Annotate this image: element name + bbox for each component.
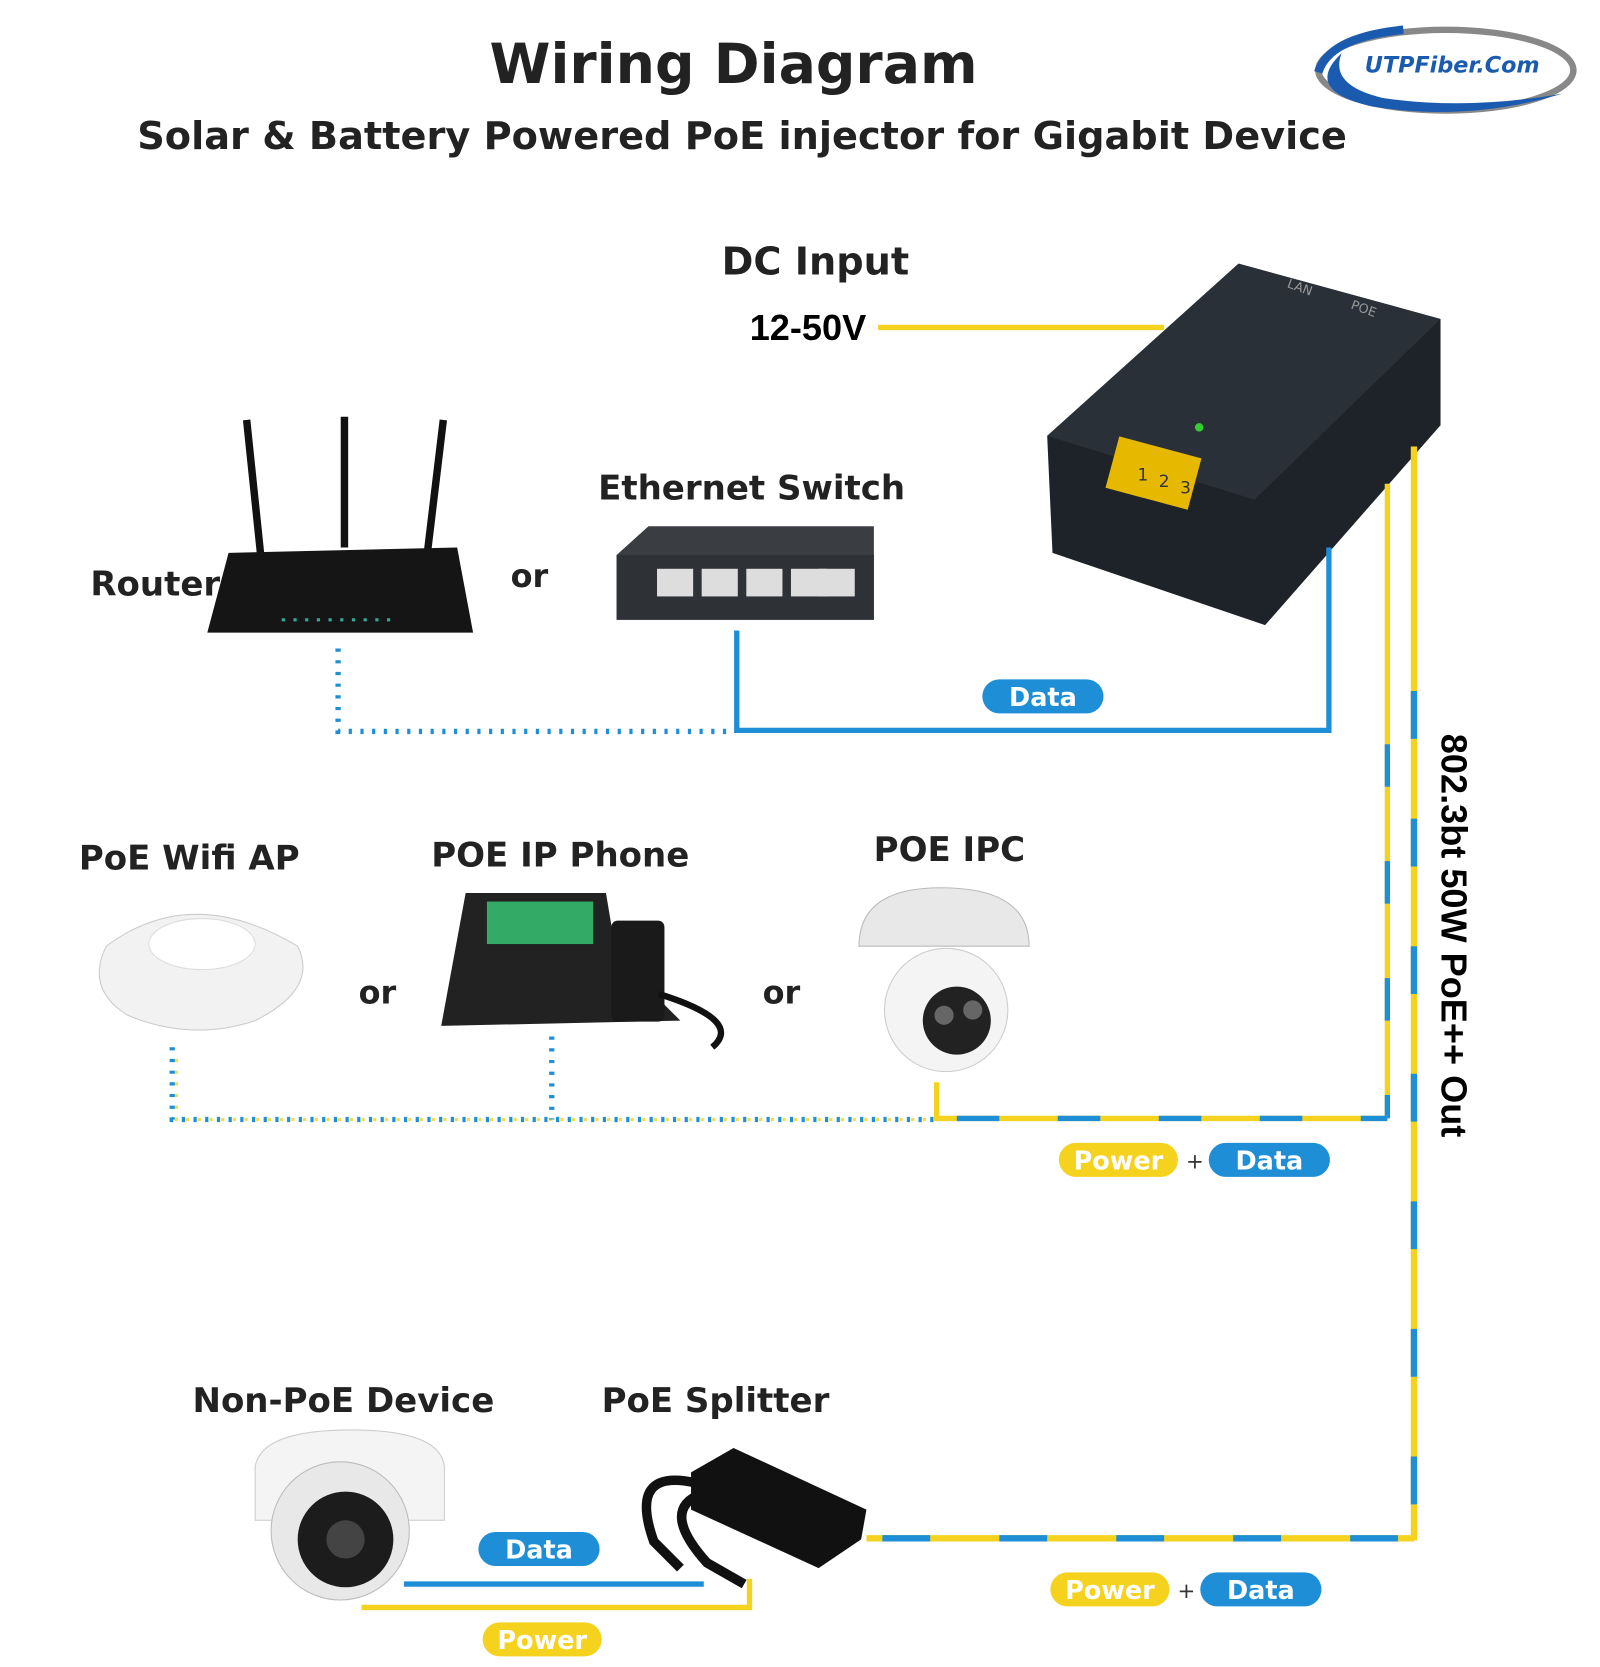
svg-text:Power: Power <box>497 1626 587 1656</box>
splitter-input-data-pill: Data <box>1200 1572 1322 1607</box>
dc-input-label: DC Input <box>722 239 910 284</box>
poe-devices-data-pill: Data <box>1208 1142 1330 1177</box>
voltage-label: 12-50V <box>750 307 867 348</box>
poe-splitter-label: PoE Splitter <box>602 1381 830 1421</box>
poe-injector: 1 2 3 LAN POE <box>1047 263 1441 626</box>
utpfiber-logo: UTPFiber.Com <box>1314 25 1577 114</box>
splitter-data-pill: Data <box>478 1531 600 1566</box>
non-poe-device-label: Non-PoE Device <box>192 1381 494 1421</box>
ethernet-switch-label: Ethernet Switch <box>598 469 905 509</box>
splitter-power-pill: Power <box>482 1622 602 1657</box>
plus-sign: + <box>1186 1149 1204 1174</box>
plus-sign-2: + <box>1178 1579 1196 1604</box>
or-label-1: or <box>359 974 397 1012</box>
diagram-title: Wiring Diagram <box>490 33 978 97</box>
ethernet-switch-image <box>616 526 874 620</box>
svg-text:Power: Power <box>1074 1146 1164 1176</box>
poe-wifi-ap-label: PoE Wifi AP <box>79 839 300 879</box>
router-image <box>207 416 474 633</box>
output-spec-label: 802.3bt 50W PoE++ Out <box>1434 734 1475 1138</box>
logo-text: UTPFiber.Com <box>1365 52 1540 78</box>
poe-splitter-image <box>641 1447 867 1589</box>
poe-ip-phone-label: POE IP Phone <box>431 835 689 875</box>
router-label: Router <box>90 564 220 604</box>
splitter-output-cables <box>361 1578 753 1611</box>
poe-output-cable <box>1384 446 1418 1541</box>
dome-camera-image <box>858 887 1030 1073</box>
uplink-data-pill: Data <box>982 679 1104 714</box>
or-label-uplink: or <box>511 557 549 595</box>
poe-ipc-label: POE IPC <box>874 830 1025 870</box>
poe-devices-power-pill: Power <box>1058 1142 1178 1177</box>
terminal-3: 3 <box>1180 478 1191 498</box>
uplink-data-cable <box>335 547 1332 735</box>
svg-text:Data: Data <box>505 1536 573 1566</box>
poe-devices-cable <box>169 1036 1388 1123</box>
terminal-1: 1 <box>1138 466 1149 486</box>
svg-text:Power: Power <box>1065 1576 1155 1606</box>
diagram-subtitle: Solar & Battery Powered PoE injector for… <box>137 114 1347 159</box>
splitter-input-power-pill: Power <box>1050 1572 1170 1607</box>
or-label-2: or <box>763 974 801 1012</box>
ip-phone-image <box>441 893 725 1050</box>
svg-text:Data: Data <box>1235 1146 1303 1176</box>
svg-text:Data: Data <box>1227 1576 1295 1606</box>
wifi-ap-image <box>98 913 304 1031</box>
svg-text:Data: Data <box>1009 683 1077 713</box>
turret-camera-image <box>254 1429 445 1601</box>
terminal-2: 2 <box>1159 472 1170 492</box>
